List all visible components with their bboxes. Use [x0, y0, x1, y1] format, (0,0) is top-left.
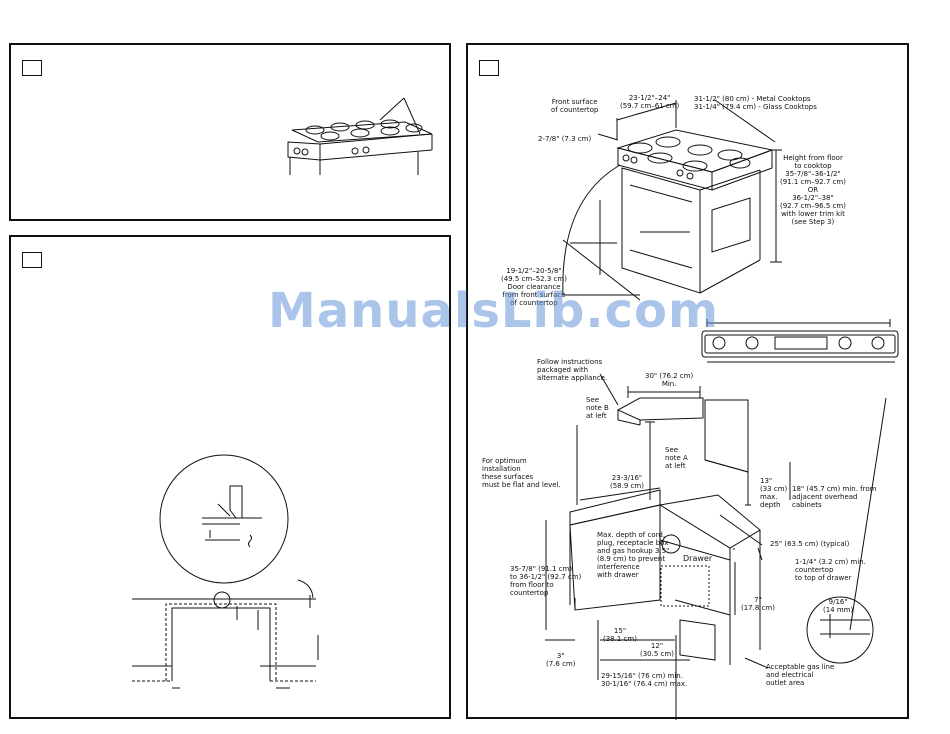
- dim-3-label: 3" (7.6 cm): [546, 652, 576, 668]
- gas-outlet-label: Acceptable gas line and electrical outle…: [766, 663, 835, 687]
- top-left-panel: [9, 43, 451, 221]
- height-floor-label: Height from floor to cooktop 35-7/8"–36-…: [780, 154, 846, 226]
- dim-12-label: 12" (30.5 cm): [640, 642, 674, 658]
- width-range-label: 23-1/2"–24" (59.7 cm–61 cm): [620, 94, 680, 110]
- optimum-label: For optimum installation these surfaces …: [482, 457, 561, 489]
- typical-25-label: 25" (63.5 cm) (typical): [770, 540, 850, 548]
- step-badge-2: [22, 252, 42, 268]
- follow-instructions-label: Follow instructions packaged with altern…: [537, 358, 608, 382]
- range-isometric: [562, 99, 782, 301]
- installation-cutout: [545, 373, 887, 720]
- dim-7-label: 7" (17.8 cm): [741, 596, 775, 612]
- right-panel: [466, 43, 909, 719]
- see-note-b-label: See note B at left: [586, 396, 609, 420]
- min-30-label: 30" (76.2 cm) Min.: [645, 372, 694, 388]
- max-cord-label: Max. depth of cord, plug, receptacle box…: [597, 531, 670, 579]
- see-note-a-label: See note A at left: [665, 446, 688, 470]
- trim-section: [132, 579, 319, 689]
- max-depth-13-label: 13" (33 cm) max. depth: [760, 477, 788, 509]
- drawer-label: Drawer: [683, 554, 713, 563]
- step-badge-3: [479, 60, 499, 76]
- step-badge-1: [22, 60, 42, 76]
- dim-15-label: 15" (38.1 cm): [603, 627, 637, 643]
- floor-to-counter-label: 35-7/8" (91.1 cm) to 36-1/2" (92.7 cm) f…: [510, 565, 582, 597]
- door-clearance-label: 19-1/2"–20-5/8" (49.5 cm–52.3 cm) Door c…: [501, 267, 567, 307]
- dim-23-3-16-label: 23-3/16" (58.9 cm): [610, 474, 644, 490]
- counter-1-1-4-label: 1-1/4" (3.2 cm) min. countertop to top o…: [795, 558, 866, 582]
- trim-detail-circle: [159, 454, 289, 584]
- control-panel-strip: [701, 319, 899, 363]
- bottom-left-panel: [9, 235, 451, 719]
- dim-9-16-label: 9/16" (14 mm): [823, 598, 854, 614]
- overhead-18-label: 18" (45.7 cm) min. from adjacent overhea…: [792, 485, 877, 509]
- cooktop-depth-label: 31-1/2" (80 cm) - Metal Cooktops 31-1/4"…: [694, 95, 817, 111]
- width-29-label: 29-15/16" (76 cm) min. 30-1/16" (76.4 cm…: [601, 672, 688, 688]
- range-sketch-small: [287, 97, 433, 175]
- offset-label: 2-7/8" (7.3 cm): [538, 135, 592, 143]
- front-surface-label: Front surface of countertop: [551, 98, 599, 114]
